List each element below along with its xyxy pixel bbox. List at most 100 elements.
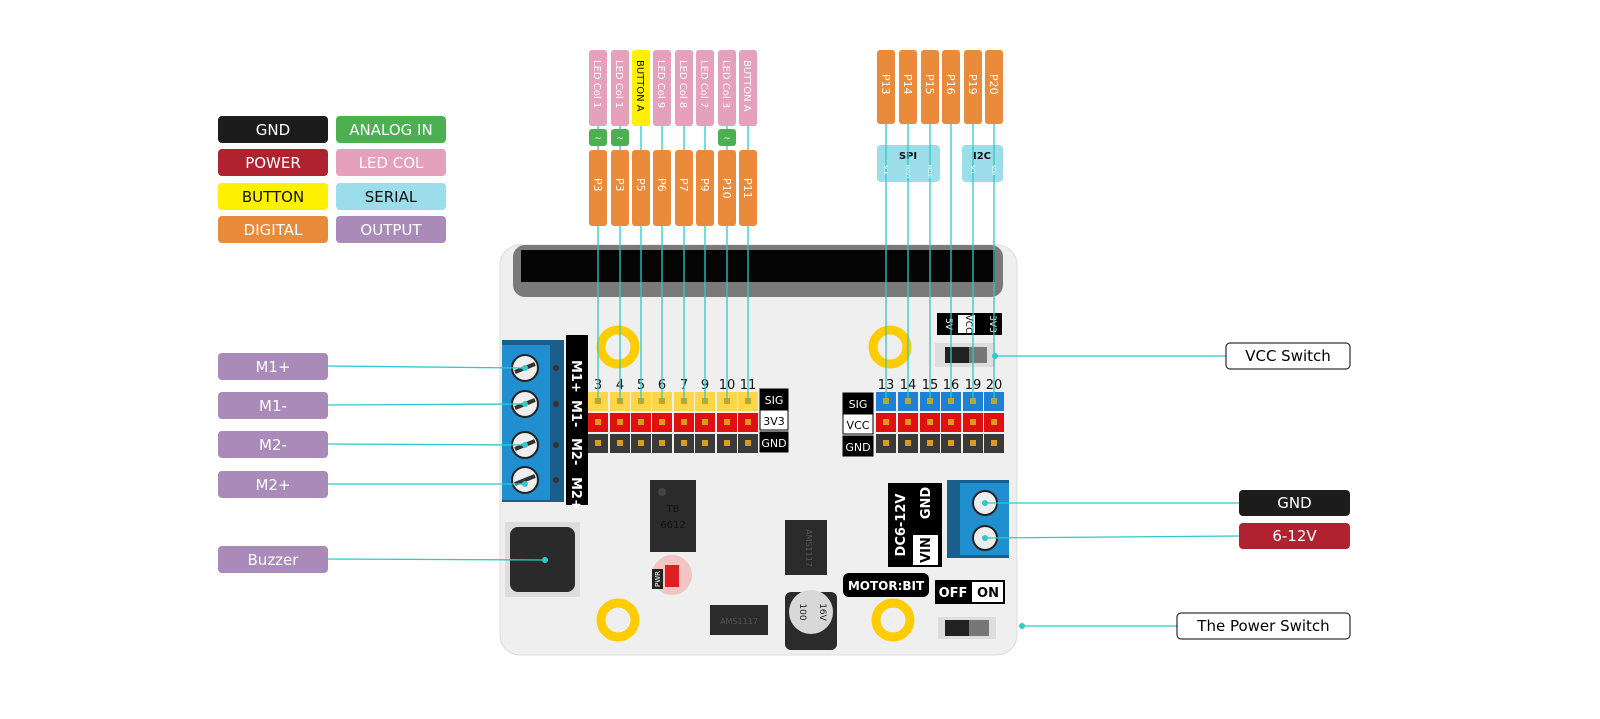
callout-line [327,365,526,369]
svg-text:ON: ON [977,586,999,601]
function-label-box [589,50,607,126]
power-terminal-block [947,480,1009,558]
pin-label: P16 [944,74,957,95]
function-label: LED Col 9 [655,60,666,108]
power-switch[interactable]: OFF ON [935,580,1005,639]
pin-label-box [675,150,693,226]
svg-text:MOTOR:BIT: MOTOR:BIT [848,579,925,593]
pin-label: P7 [677,178,690,192]
function-label-box [718,50,736,126]
legend-label: BUTTON [242,188,304,206]
pin-label: P6 [655,178,668,192]
svg-text:100: 100 [797,603,807,620]
legend-swatch [218,216,328,243]
analog-symbol: ~ [594,134,602,144]
pin-label: P3 [613,178,626,192]
function-label-box [696,50,714,126]
function-label: LED Col 7 [698,60,709,108]
motor-terminal-label: M1- [568,400,583,427]
pin-label-box [899,50,917,124]
legend-label: LED COL [359,154,424,172]
legend-label: DIGITAL [244,221,303,239]
header-row-label-box [842,435,874,457]
analog-symbol: ~ [723,134,731,144]
mounting-hole [871,598,915,642]
svg-text:6612: 6612 [660,520,685,531]
svg-text:DC6-12V: DC6-12V [894,494,909,557]
motor-terminal-label: M1+ [568,360,583,393]
pin-label-box [942,50,960,124]
function-label: BUTTON A [634,60,645,112]
bus-signal-label: SDA [990,165,996,176]
function-label: BUTTON A [741,60,752,112]
callout-label-power: 6-12V [1272,527,1317,545]
board: M1+M1-M2-M2+ TB 6612 PWR AMS1117 AMS1117 [499,244,1018,656]
vcc-select-label: 3V3 [987,315,997,333]
pin-label-box [964,50,982,124]
bus-signal-label: MISO [904,165,910,178]
svg-text:GND: GND [919,487,934,520]
header-row-label: GND [761,437,786,450]
pin-label: P10 [720,178,733,199]
callout-box-power_switch [1176,612,1351,640]
pwr-led: PWR [652,555,692,595]
bus-signal-label: SCL [969,165,975,175]
callout-box-power [1239,523,1350,549]
legend-swatch [336,149,446,176]
callout-label-power_switch: The Power Switch [1196,617,1329,635]
function-label: LED Col 1 [591,60,602,108]
callout-line [327,443,526,446]
i2c-label: I2C [973,151,991,162]
header-row-label: VCC [847,419,870,432]
vcc-select-label: 5V [943,318,953,331]
svg-text:PWR: PWR [654,571,662,587]
header-row-label: SIG [849,398,868,411]
pin-label-box [589,150,607,226]
mounting-hole [596,325,640,369]
callout-box-m2 [218,471,328,498]
header-row-label: GND [845,441,870,454]
legend-label: SERIAL [365,188,418,206]
function-label-box [739,50,757,126]
motor-terminal-label: M2+ [568,477,583,510]
motor-terminal-label: M2- [568,438,583,465]
function-label-box [653,50,671,126]
callout-label: M1- [259,397,287,415]
pin-label: P19 [966,74,979,95]
regulator-lower: AMS1117 [710,605,768,635]
callout-box-m2 [218,431,328,458]
pin-label-box [739,150,757,226]
callout-box-gnd [1239,490,1350,516]
pin-label-box [632,150,650,226]
pin-label-box [985,50,1003,124]
pin-label: P20 [987,74,1000,95]
legend-label: GND [256,121,290,139]
bus-signal-label: SCK [882,165,888,176]
legend-swatch [336,116,446,143]
legend-swatch [336,183,446,210]
analog-symbol: ~ [616,134,624,144]
function-label: LED Col 8 [677,60,688,108]
pin-label-box [611,150,629,226]
callout-label: M1+ [255,358,290,376]
function-label: LED Col 3 [720,60,731,108]
callout-line [327,403,526,406]
brand-label: MOTOR:BIT [843,573,929,597]
pin-label-box [653,150,671,226]
pin-label: P15 [923,74,936,95]
header-row-label: 3V3 [763,415,785,428]
callout-box-buzzer [218,546,328,573]
svg-text:TB: TB [666,504,680,515]
dc-input-label: DC6-12V VIN GND [888,483,942,567]
pin-label-box [696,150,714,226]
callout-line [984,535,1240,539]
analog-badge [589,129,607,146]
callout-label: Buzzer [248,551,300,569]
mounting-hole [596,598,640,642]
legend-swatch [218,183,328,210]
header-row-label: SIG [765,394,784,407]
pin-label-box [877,50,895,124]
callout-box-vcc_switch [1225,342,1351,370]
legend-label: OUTPUT [360,221,422,239]
